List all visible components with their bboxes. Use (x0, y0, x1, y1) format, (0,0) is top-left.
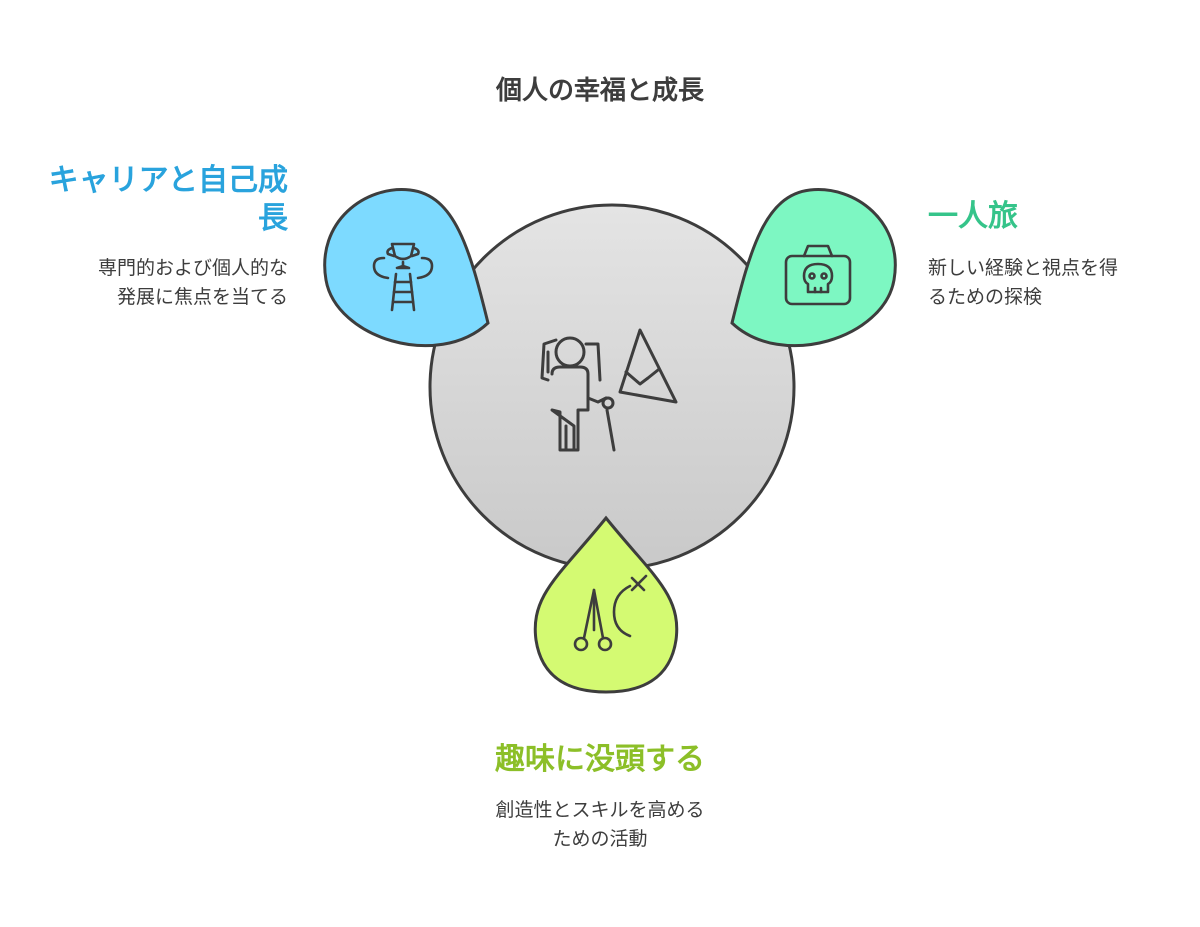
solo-drop (730, 188, 897, 348)
hobby-drop (533, 515, 679, 694)
hobby-description-line-1: 創造性とスキルを高める (495, 799, 705, 821)
solo-travel-heading: 一人旅 (928, 199, 1018, 234)
career-description-line-2: 発展に焦点を当てる (116, 286, 288, 308)
career-heading-line-1: キャリアと自己成 (48, 163, 288, 198)
trophy-ladder-icon (372, 242, 434, 312)
career-heading-line-2: 長 (258, 201, 288, 236)
solo-travel-description: 新しい経験と視点を得 るための探検 (928, 254, 1178, 312)
hiker-mountain-icon (540, 328, 678, 452)
diagram-title: 個人の幸福と成長 (495, 76, 704, 106)
center-circle (428, 203, 796, 571)
hobby-heading: 趣味に没頭する (495, 742, 705, 777)
hobby-description: 創造性とスキルを高める ための活動 (400, 796, 800, 854)
hobby-description-line-2: ための活動 (552, 828, 648, 850)
camera-skull-icon (784, 244, 852, 306)
career-description-line-1: 専門的および個人的な (97, 257, 288, 279)
career-heading: キャリアと自己成 長 (18, 162, 288, 238)
scissors-symbol-icon (573, 574, 648, 652)
solo-description-line-2: るための探検 (928, 286, 1043, 308)
solo-description-line-1: 新しい経験と視点を得 (928, 257, 1119, 279)
career-description: 専門的および個人的な 発展に焦点を当てる (18, 254, 288, 312)
